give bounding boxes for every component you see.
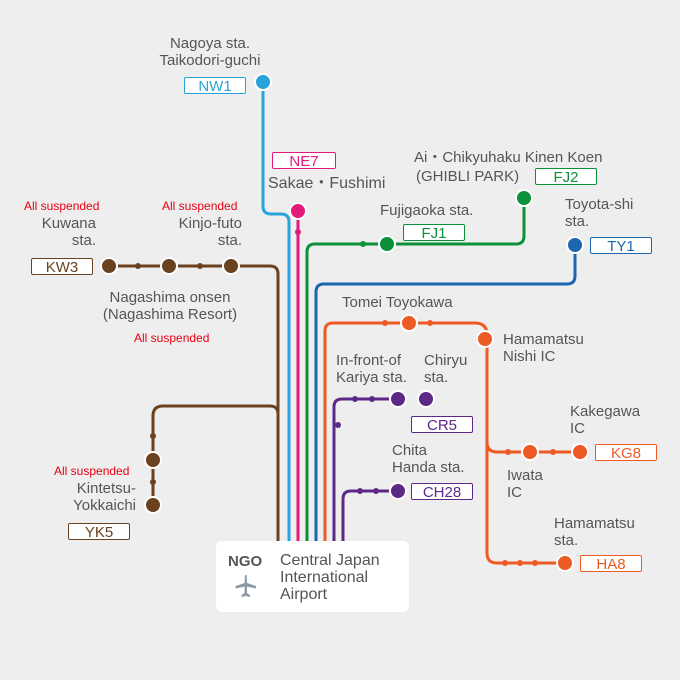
station-dot-kw3[interactable] — [100, 257, 118, 275]
station-dot-kg8[interactable] — [571, 443, 589, 461]
station-name: Toyota-shi — [565, 196, 634, 213]
suspended-note-nagashima: All suspended — [134, 331, 210, 345]
station-code-kw3: KW3 — [31, 258, 93, 276]
station-name: Chiryu — [424, 352, 468, 369]
station-label-kinjo: Kinjo-futo sta. — [162, 215, 242, 249]
station-name: Handa sta. — [392, 459, 465, 476]
station-code-yk5: YK5 — [68, 523, 130, 541]
route-line-kw — [109, 264, 280, 541]
station-code-cr5: CR5 — [411, 416, 473, 434]
station-code-ne7: NE7 — [272, 152, 336, 170]
station-code-fj1: FJ1 — [403, 224, 465, 242]
route-line-yk — [151, 404, 280, 505]
station-name: sta. — [554, 532, 579, 549]
station-label-kw3: Kuwana sta. — [32, 215, 96, 249]
station-dot-fj2[interactable] — [515, 189, 533, 207]
station-dot-kariya[interactable] — [389, 390, 407, 408]
station-name: Kinjo-futo — [178, 215, 242, 232]
station-label-ty1: Toyota-shi sta. — [565, 196, 633, 230]
station-code-ty1: TY1 — [590, 237, 652, 255]
station-dot-hnishi[interactable] — [476, 330, 494, 348]
station-dot-nw1[interactable] — [254, 73, 272, 91]
airport-code: NGO — [228, 553, 263, 570]
route-line-nw1 — [261, 82, 291, 541]
station-name: Nagashima onsen — [109, 289, 231, 306]
station-code-ch28: CH28 — [411, 483, 473, 501]
station-dot-fj1[interactable] — [378, 235, 396, 253]
station-name: IC — [570, 420, 585, 437]
suspended-note-kw3: All suspended — [24, 199, 100, 213]
suspended-note-yk5: All suspended — [54, 464, 130, 478]
station-name: sta. — [424, 369, 449, 386]
station-dot-yk5-upper[interactable] — [144, 451, 162, 469]
station-label-fj2-line1: Ai・Chikyuhaku Kinen Koen — [414, 149, 603, 166]
airplane-icon — [235, 575, 256, 597]
station-name: In-front-of — [336, 352, 402, 369]
station-name: Hamamatsu — [554, 515, 635, 532]
station-label-fj2-line2: (GHIBLI PARK) — [416, 168, 520, 185]
airport-name: Central Japan International Airport — [280, 552, 380, 603]
station-label-nagashima: Nagashima onsen (Nagashima Resort) — [85, 289, 255, 323]
station-label-yk5: Kintetsu- Yokkaichi — [52, 480, 136, 514]
station-name: Nagoya sta. — [169, 35, 251, 52]
suspended-note-kinjo: All suspended — [162, 199, 238, 213]
station-dot-ha8[interactable] — [556, 554, 574, 572]
station-dot-kinjo[interactable] — [222, 257, 240, 275]
station-code-ha8: HA8 — [580, 555, 642, 573]
station-name: sta. — [565, 213, 590, 230]
station-name: Iwata — [507, 467, 543, 484]
station-code-nw1: NW1 — [184, 77, 246, 95]
station-dot-ch28[interactable] — [389, 482, 407, 500]
station-name: sta. — [217, 232, 242, 249]
airport-name-line: Central Japan — [280, 552, 380, 569]
route-line-ha — [323, 321, 580, 565]
station-label-tomei: Tomei Toyokawa — [342, 294, 453, 311]
station-label-nw1: Nagoya sta. Taikodori-guchi — [145, 35, 275, 69]
station-label-fj1: Fujigaoka sta. — [380, 202, 474, 219]
station-name: Nishi IC — [503, 348, 556, 365]
station-dot-nagashima[interactable] — [160, 257, 178, 275]
station-dot-ne7[interactable] — [289, 202, 307, 220]
route-line-cr — [332, 397, 398, 541]
airport-box[interactable]: NGO Central Japan International Airport — [216, 541, 409, 612]
station-label-cr5: Chiryu sta. — [424, 352, 467, 386]
station-label-ne7: Sakae・Fushimi — [268, 175, 386, 192]
station-name: Kuwana — [41, 215, 96, 232]
station-dot-iwata[interactable] — [521, 443, 539, 461]
station-name: Chita — [392, 442, 428, 459]
airport-name-line: Airport — [280, 586, 328, 603]
station-code-fj2: FJ2 — [535, 168, 597, 186]
minor-stops — [135, 229, 556, 566]
station-name: sta. — [71, 232, 96, 249]
station-label-hnishi: Hamamatsu Nishi IC — [503, 331, 584, 365]
station-dot-ty1[interactable] — [566, 236, 584, 254]
station-dot-cr5[interactable] — [417, 390, 435, 408]
route-line-ty1 — [314, 245, 577, 541]
station-label-kariya: In-front-of Kariya sta. — [336, 352, 407, 386]
station-name: Kariya sta. — [336, 369, 407, 386]
station-dot-tomei[interactable] — [400, 314, 418, 332]
station-label-kg8: Kakegawa IC — [570, 403, 640, 437]
station-code-kg8: KG8 — [595, 444, 657, 462]
station-name: Kintetsu- — [76, 480, 136, 497]
station-name: IC — [507, 484, 522, 501]
station-name: Yokkaichi — [73, 497, 136, 514]
station-dot-yk5[interactable] — [144, 496, 162, 514]
station-label-iwata: Iwata IC — [507, 467, 543, 501]
station-label-ha8: Hamamatsu sta. — [554, 515, 635, 549]
station-name: (Nagashima Resort) — [102, 306, 238, 323]
airport-name-line: International — [280, 569, 369, 586]
station-name: Hamamatsu — [503, 331, 584, 348]
route-line-fj — [305, 198, 526, 541]
station-label-ch28: Chita Handa sta. — [392, 442, 465, 476]
station-name: Kakegawa — [570, 403, 641, 420]
station-name: Taikodori-guchi — [159, 52, 261, 69]
